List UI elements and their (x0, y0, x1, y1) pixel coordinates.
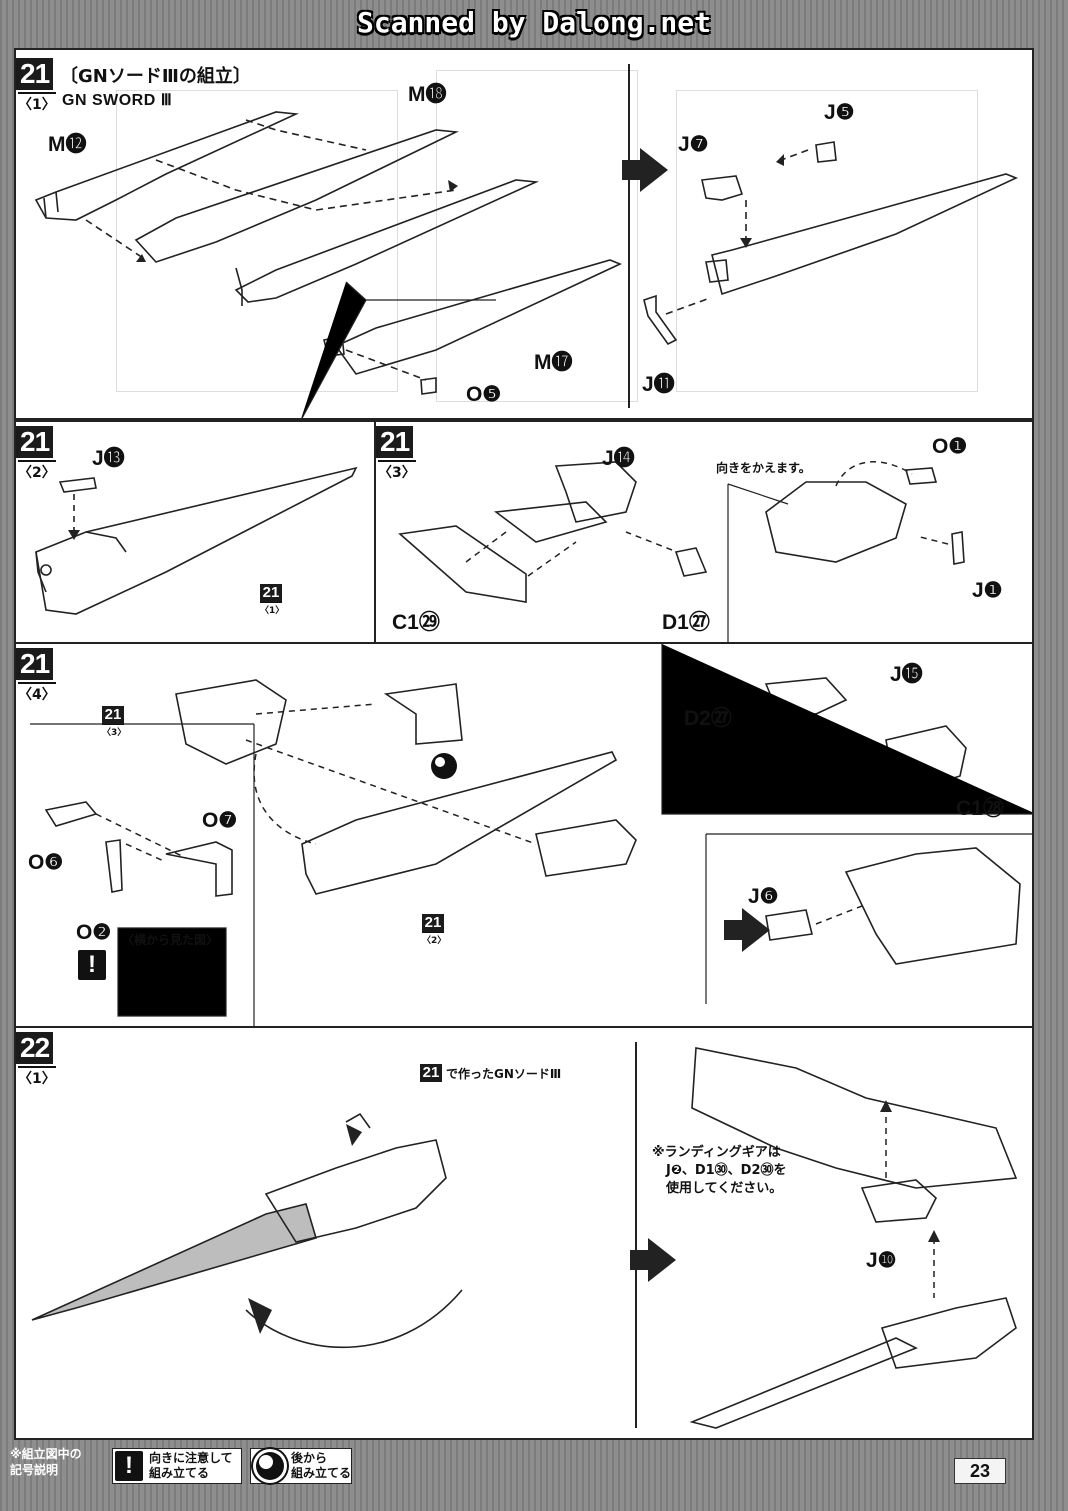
step-subtitle: GN SWORD Ⅲ (62, 92, 173, 109)
part-label-o6: O❻ (28, 851, 64, 874)
part-label-m17: M⓱ (534, 351, 573, 374)
flow-arrow-right (724, 908, 770, 952)
orientation-note: 向きをかえます。 (716, 461, 811, 475)
sword-step4-illustration (30, 644, 1032, 1026)
part-label-j13: J⓭ (92, 447, 125, 470)
step-number: 21 (16, 648, 54, 680)
side-view-label: 〈横から見た図〉 (122, 933, 219, 947)
part-label-c1-29: C1㉙ (392, 611, 440, 634)
part-label-d2-27: D2㉗ (684, 707, 732, 730)
step-number: 21 (16, 426, 54, 458)
legend-title: ※組立図中の記号説明 (10, 1447, 82, 1477)
legend-assemble-later: 後から組み立てる (250, 1448, 352, 1484)
part-label-j7: J❼ (678, 133, 709, 156)
legend-caution: ! 向きに注意して組み立てる (112, 1448, 242, 1484)
substep-label: 〈1〉 (18, 1066, 56, 1088)
part-label-o1: O❶ (932, 435, 968, 458)
step-reference-21-2: 21〈2〉 (422, 914, 447, 946)
step-reference-21-3: 21〈3〉 (102, 706, 127, 738)
part-label-j15: J⓯ (890, 663, 923, 686)
part-label-o2: O❷ (76, 921, 112, 944)
gn-sword-parts-illustration (34, 111, 1019, 418)
step-number: 21 (376, 426, 414, 458)
part-label-j10: J❿ (866, 1249, 897, 1272)
panel-step-21-3: 21 〈3〉 J⓮ C1㉙ D1㉗ O❶ J❶ 向きをかえます。 (374, 420, 1034, 644)
sword-step3-illustration (398, 461, 965, 642)
landing-gear-note-1: ※ランディングギアは (652, 1145, 781, 1160)
step-reference-21: 21 (420, 1064, 442, 1082)
substep-label: 〈2〉 (18, 460, 56, 482)
made-sword-note: で作ったGNソードⅢ (446, 1067, 562, 1081)
caution-icon: ! (115, 1451, 143, 1481)
part-label-d1-27: D1㉗ (662, 611, 710, 634)
scan-credit: Scanned by Dalong.net (356, 6, 711, 39)
flow-arrow-right (622, 148, 668, 192)
part-label-j1: J❶ (972, 579, 1003, 602)
substep-label: 〈3〉 (378, 460, 416, 482)
part-label-m12: M⓬ (48, 133, 87, 156)
part-label-j14: J⓮ (602, 447, 635, 470)
landing-gear-note-2: J❷、D1㉚、D2㉚を (666, 1163, 787, 1178)
caution-icon: ! (78, 950, 106, 980)
step-number: 22 (16, 1032, 54, 1064)
sword-step2-illustration (35, 466, 358, 615)
part-label-m18: M⓲ (408, 83, 447, 106)
substep-label: 〈1〉 (18, 92, 56, 114)
part-label-c1-28: C1㉘ (956, 797, 1004, 820)
flow-arrow-right (630, 1238, 676, 1282)
part-label-o5: O❺ (466, 383, 502, 406)
panel-step-21-1: 21 〈1〉 〔GNソードⅢの組立〕 GN SWORD Ⅲ (14, 48, 1034, 420)
sword-mounting-illustration (31, 1042, 1018, 1429)
step-reference-21-1: 21〈1〉 (260, 584, 285, 616)
part-label-o7: O❼ (202, 809, 238, 832)
part-label-j6: J❻ (748, 885, 779, 908)
step-number: 21 (16, 58, 54, 90)
panel-step-21-2: 21 〈2〉 J⓭ 21〈1〉 (14, 420, 376, 644)
page-number: 23 (954, 1458, 1006, 1484)
panel-step-22-1: 22 〈1〉 21 で作ったGNソードⅢ ※ランディングギアは J❷、D1㉚、D… (14, 1026, 1034, 1440)
substep-label: 〈4〉 (18, 682, 56, 704)
landing-gear-note-3: 使用してください。 (666, 1181, 783, 1196)
panel-step-21-4: 21 〈4〉 (14, 642, 1034, 1028)
step-title: 〔GNソードⅢの組立〕 (60, 66, 251, 87)
part-label-j5: J❺ (824, 101, 855, 124)
part-label-j11: J⓫ (642, 373, 675, 396)
assemble-later-icon (256, 1452, 284, 1480)
